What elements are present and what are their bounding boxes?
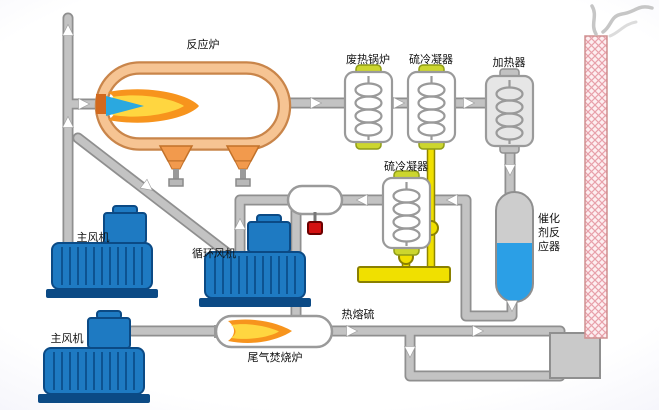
label-main-blower-top: 主风机 — [76, 231, 110, 244]
label-sulfur-condenser-top: 硫冷凝器 — [409, 53, 453, 66]
heater-vessel — [484, 68, 535, 154]
chimney-stack — [584, 35, 608, 339]
sulfur-condenser-top-vessel — [406, 64, 457, 150]
label-reaction-furnace: 反应炉 — [186, 38, 220, 51]
flow-arrows — [62, 23, 518, 359]
sulfur-drain-funnel — [159, 145, 193, 187]
burner-flame-icon — [96, 89, 199, 123]
catalyst-reactor-vessel — [495, 191, 534, 303]
incinerator-flame-icon — [228, 319, 292, 343]
label-waste-heat-boiler: 废热锅炉 — [346, 53, 390, 66]
chimney-base — [549, 332, 601, 379]
gas-separator-vessel — [286, 184, 344, 235]
label-circulation-blower: 循环风机 — [192, 247, 236, 260]
smoke-icon — [590, 4, 654, 38]
reaction-furnace — [94, 61, 292, 187]
tail-gas-incinerator-vessel — [214, 314, 334, 349]
label-heater: 加热器 — [492, 56, 526, 69]
sulfur-condenser-mid-vessel — [381, 170, 432, 256]
drain-valve-icon — [307, 212, 323, 235]
label-main-blower-bottom: 主风机 — [50, 332, 84, 345]
main-blower-bottom-machine — [37, 310, 151, 404]
waste-heat-boiler-vessel — [343, 64, 394, 150]
label-sulfur-condenser-mid: 硫冷凝器 — [384, 160, 428, 173]
label-catalyst-reactor: 催化剂反应器 — [538, 212, 560, 253]
label-molten-sulfur: 热熔硫 — [341, 308, 375, 321]
sulfur-drain-funnel — [226, 145, 260, 187]
molten-sulfur-header — [357, 266, 451, 283]
label-tail-gas-incinerator: 尾气焚烧炉 — [247, 351, 303, 364]
